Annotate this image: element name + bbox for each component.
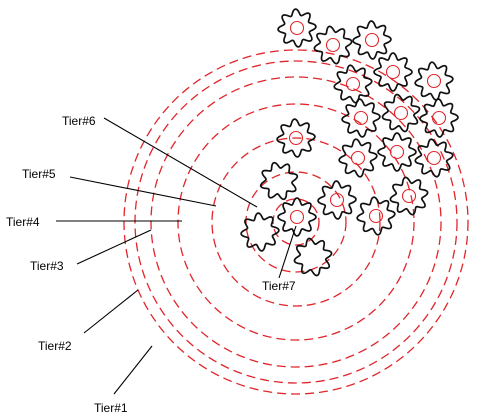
gear-icon: [240, 212, 280, 252]
gear-hole-marker: [325, 37, 341, 53]
gear-icon: [259, 161, 299, 201]
tier-leader-lines: [56, 117, 297, 395]
gear-icon: [317, 180, 357, 220]
gear-hole-marker: [345, 76, 361, 92]
tier-ring-5: [211, 137, 381, 307]
gear-icon: [356, 196, 396, 236]
gear-hole-marker: [350, 150, 366, 166]
gear-icon: [414, 138, 454, 178]
tier-labels: Tier#1 Tier#2 Tier#3 Tier#4 Tier#5 Tier#…: [6, 114, 296, 415]
concentric-tier-rings: [123, 49, 469, 395]
gear-icon: [373, 52, 413, 92]
gear-icon: [277, 197, 317, 237]
tier-ring-7: [272, 198, 320, 246]
gear-hole-marker: [431, 110, 447, 126]
leader-tier-6: [103, 117, 258, 208]
gear-hole-marker: [288, 130, 304, 146]
gear-icon: [277, 8, 317, 48]
gear-cluster: [240, 8, 459, 277]
gear-icon: [333, 64, 373, 104]
tier-ring-3: [150, 76, 442, 368]
leader-tier-2: [83, 289, 139, 334]
gear-icon: [414, 61, 454, 101]
gear-icon: [276, 118, 316, 158]
tier-ring-1: [123, 49, 469, 395]
gear-icon: [377, 132, 417, 172]
gear-icon: [313, 25, 353, 65]
tier-label-5: Tier#5: [22, 167, 56, 181]
gear-hole-marker: [401, 188, 417, 204]
gear-icon: [352, 20, 392, 60]
leader-tier-7: [278, 225, 297, 279]
gear-hole-marker: [289, 20, 305, 36]
gear-hole-marker: [389, 144, 405, 160]
tier-label-2: Tier#2: [38, 339, 72, 353]
gear-hole-marker: [329, 192, 345, 208]
gear-icon: [341, 98, 381, 138]
gear-hole-marker: [426, 73, 442, 89]
gear-hole-marker: [385, 64, 401, 80]
gear-icon: [338, 138, 378, 178]
gear-hole-marker: [289, 209, 305, 225]
leader-tier-1: [113, 345, 153, 395]
leader-tier-5: [69, 176, 217, 207]
tier-ring-4: [177, 103, 415, 341]
tier-label-1: Tier#1: [94, 401, 128, 415]
tier-ring-2: [134, 60, 458, 384]
gear-icon: [389, 176, 429, 216]
gear-hole-marker: [353, 110, 369, 126]
tier-label-3: Tier#3: [30, 259, 64, 273]
gear-hole-marker: [364, 32, 380, 48]
gear-icon: [381, 93, 421, 133]
gear-hole-marker: [393, 105, 409, 121]
gear-icon: [419, 98, 459, 138]
tier-label-6: Tier#6: [62, 114, 96, 128]
tier-ring-6: [245, 171, 347, 273]
tier-label-4: Tier#4: [6, 215, 40, 229]
tier-label-7: Tier#7: [262, 279, 296, 293]
gear-hole-marker: [426, 150, 442, 166]
gear-icon: [293, 237, 333, 277]
leader-tier-3: [76, 229, 152, 265]
gear-hole-marker: [368, 208, 384, 224]
